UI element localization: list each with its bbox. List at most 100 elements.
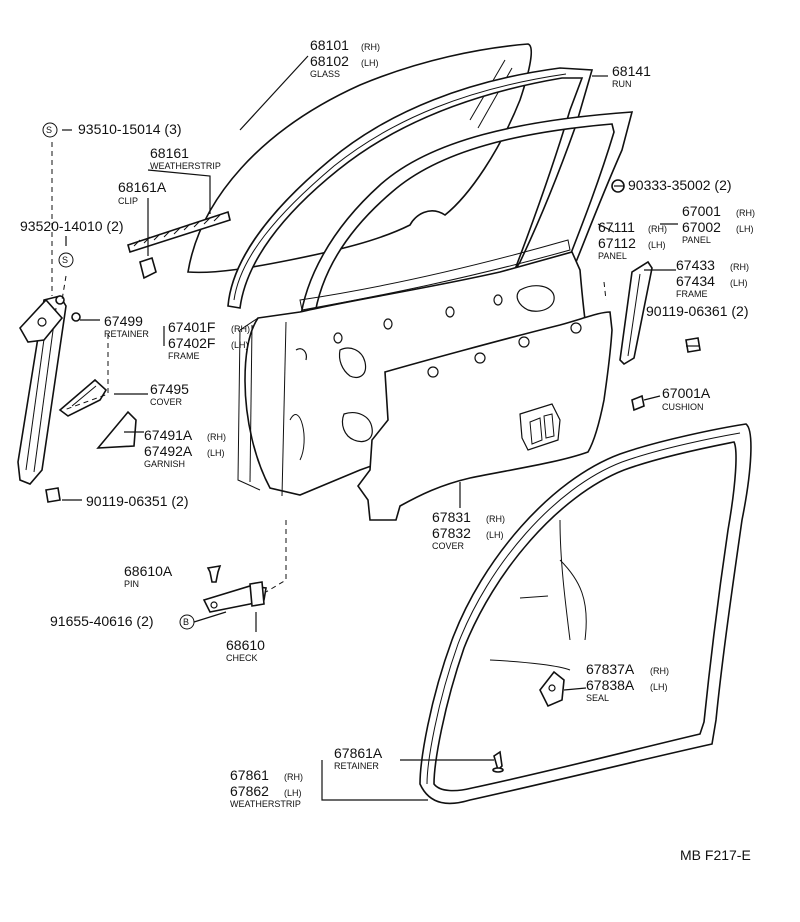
svg-text:(RH): (RH) bbox=[648, 224, 667, 234]
svg-text:67001: 67001 bbox=[682, 203, 721, 219]
label-glass: 68101 (RH) 68102 (LH) GLASS bbox=[310, 37, 380, 79]
svg-text:67837A: 67837A bbox=[586, 661, 635, 677]
svg-text:90119-06351 (2): 90119-06351 (2) bbox=[86, 493, 188, 509]
bolt-front bbox=[45, 487, 61, 503]
service-hole-cover bbox=[357, 311, 613, 521]
label-pin: 68610A PIN bbox=[124, 563, 173, 589]
svg-text:S: S bbox=[62, 255, 68, 265]
label-frame-rear: 67433 (RH) 67434 (LH) FRAME bbox=[676, 257, 749, 299]
svg-text:CUSHION: CUSHION bbox=[662, 402, 704, 412]
svg-text:RETAINER: RETAINER bbox=[334, 761, 379, 771]
svg-text:(RH): (RH) bbox=[730, 262, 749, 272]
belt-weatherstrip bbox=[127, 210, 231, 254]
svg-text:(RH): (RH) bbox=[284, 772, 303, 782]
svg-text:67002: 67002 bbox=[682, 219, 721, 235]
svg-text:(LH): (LH) bbox=[486, 530, 504, 540]
label-check: 68610 CHECK bbox=[226, 637, 265, 663]
label-weatherstrip-top: 68161 WEATHERSTRIP bbox=[150, 145, 221, 171]
svg-text:MB F217-E: MB F217-E bbox=[680, 847, 751, 863]
label-run: 68141 RUN bbox=[612, 63, 651, 89]
svg-text:(RH): (RH) bbox=[361, 42, 380, 52]
svg-text:(LH): (LH) bbox=[231, 340, 249, 350]
svg-text:68101: 68101 bbox=[310, 37, 349, 53]
door-check bbox=[202, 581, 267, 613]
frame-cover bbox=[58, 378, 108, 417]
svg-text:COVER: COVER bbox=[432, 541, 465, 551]
svg-text:WEATHERSTRIP: WEATHERSTRIP bbox=[230, 799, 301, 809]
svg-text:(RH): (RH) bbox=[736, 208, 755, 218]
inner-trim-line-4 bbox=[519, 595, 549, 599]
svg-text:67491A: 67491A bbox=[144, 427, 193, 443]
cushion-part bbox=[631, 394, 645, 412]
label-retainer-ws: 67861A RETAINER bbox=[334, 745, 383, 771]
svg-text:67862: 67862 bbox=[230, 783, 269, 799]
figure-code: MB F217-E bbox=[680, 847, 751, 863]
svg-text:(LH): (LH) bbox=[730, 278, 748, 288]
svg-text:(RH): (RH) bbox=[486, 514, 505, 524]
svg-text:COVER: COVER bbox=[150, 397, 183, 407]
svg-text:GLASS: GLASS bbox=[310, 69, 340, 79]
svg-text:68141: 68141 bbox=[612, 63, 651, 79]
weatherstrip-clip bbox=[139, 256, 157, 280]
svg-text:68610: 68610 bbox=[226, 637, 265, 653]
label-panel-inner: 67111 (RH) 67112 (LH) PANEL bbox=[598, 219, 667, 261]
svg-text:SEAL: SEAL bbox=[586, 693, 609, 703]
label-bolt-3: 91655-40616 (2) B bbox=[50, 613, 195, 630]
svg-text:67832: 67832 bbox=[432, 525, 471, 541]
label-bolt-1: 90119-06351 (2) bbox=[86, 493, 188, 509]
svg-text:(RH): (RH) bbox=[207, 432, 226, 442]
label-garnish: 67491A (RH) 67492A (LH) GARNISH bbox=[144, 427, 226, 469]
svg-text:68161A: 68161A bbox=[118, 179, 167, 195]
svg-text:93510-15014 (3): 93510-15014 (3) bbox=[78, 121, 182, 137]
front-frame-assembly bbox=[17, 295, 81, 485]
svg-text:PANEL: PANEL bbox=[598, 251, 627, 261]
svg-text:(LH): (LH) bbox=[650, 682, 668, 692]
svg-text:67001A: 67001A bbox=[662, 385, 711, 401]
svg-text:67495: 67495 bbox=[150, 381, 189, 397]
svg-text:CHECK: CHECK bbox=[226, 653, 258, 663]
svg-text:(LH): (LH) bbox=[284, 788, 302, 798]
svg-text:67838A: 67838A bbox=[586, 677, 635, 693]
svg-text:(RH): (RH) bbox=[650, 666, 669, 676]
rear-frame bbox=[619, 260, 653, 366]
svg-text:PIN: PIN bbox=[124, 579, 139, 589]
svg-text:(LH): (LH) bbox=[648, 240, 666, 250]
label-plug: 90333-35002 (2) bbox=[628, 177, 732, 193]
check-pin bbox=[206, 564, 222, 583]
weatherstrip-retainer bbox=[492, 750, 504, 773]
svg-text:(LH): (LH) bbox=[207, 448, 225, 458]
inner-trim-line bbox=[489, 659, 571, 671]
label-bolt-2: 90119-06361 (2) bbox=[646, 303, 748, 319]
svg-text:93520-14010 (2): 93520-14010 (2) bbox=[20, 218, 124, 234]
svg-text:68161: 68161 bbox=[150, 145, 189, 161]
label-clip: 68161A CLIP bbox=[118, 179, 167, 206]
svg-text:WEATHERSTRIP: WEATHERSTRIP bbox=[150, 161, 221, 171]
svg-text:67112: 67112 bbox=[598, 235, 636, 251]
label-screw-1: S 93510-15014 (3) bbox=[42, 121, 182, 138]
svg-text:67492A: 67492A bbox=[144, 443, 193, 459]
svg-text:RETAINER: RETAINER bbox=[104, 329, 149, 339]
svg-text:67499: 67499 bbox=[104, 313, 143, 329]
label-cover-big: 67831 (RH) 67832 (LH) COVER bbox=[432, 509, 505, 551]
svg-text:(LH): (LH) bbox=[736, 224, 754, 234]
svg-text:67831: 67831 bbox=[432, 509, 471, 525]
svg-text:91655-40616 (2): 91655-40616 (2) bbox=[50, 613, 154, 629]
leader-lines bbox=[51, 55, 700, 801]
svg-text:68102: 68102 bbox=[310, 53, 349, 69]
bolt-rear bbox=[685, 337, 701, 353]
label-weatherstrip-door: 67861 (RH) 67862 (LH) WEATHERSTRIP bbox=[230, 767, 303, 809]
svg-text:67111: 67111 bbox=[598, 219, 635, 235]
label-seal: 67837A (RH) 67838A (LH) SEAL bbox=[586, 661, 669, 703]
svg-text:67401F: 67401F bbox=[168, 319, 215, 335]
svg-text:PANEL: PANEL bbox=[682, 235, 711, 245]
svg-text:(RH): (RH) bbox=[231, 324, 250, 334]
svg-text:B: B bbox=[183, 617, 189, 627]
svg-text:CLIP: CLIP bbox=[118, 196, 138, 206]
label-door-panel: 67001 (RH) 67002 (LH) PANEL bbox=[682, 203, 755, 245]
svg-text:67433: 67433 bbox=[676, 257, 715, 273]
label-cushion: 67001A CUSHION bbox=[662, 385, 711, 412]
label-cover-small: 67495 COVER bbox=[150, 381, 189, 407]
label-screw-2: 93520-14010 (2) S bbox=[20, 218, 124, 268]
svg-text:FRAME: FRAME bbox=[676, 289, 708, 299]
seal-part bbox=[539, 670, 565, 708]
